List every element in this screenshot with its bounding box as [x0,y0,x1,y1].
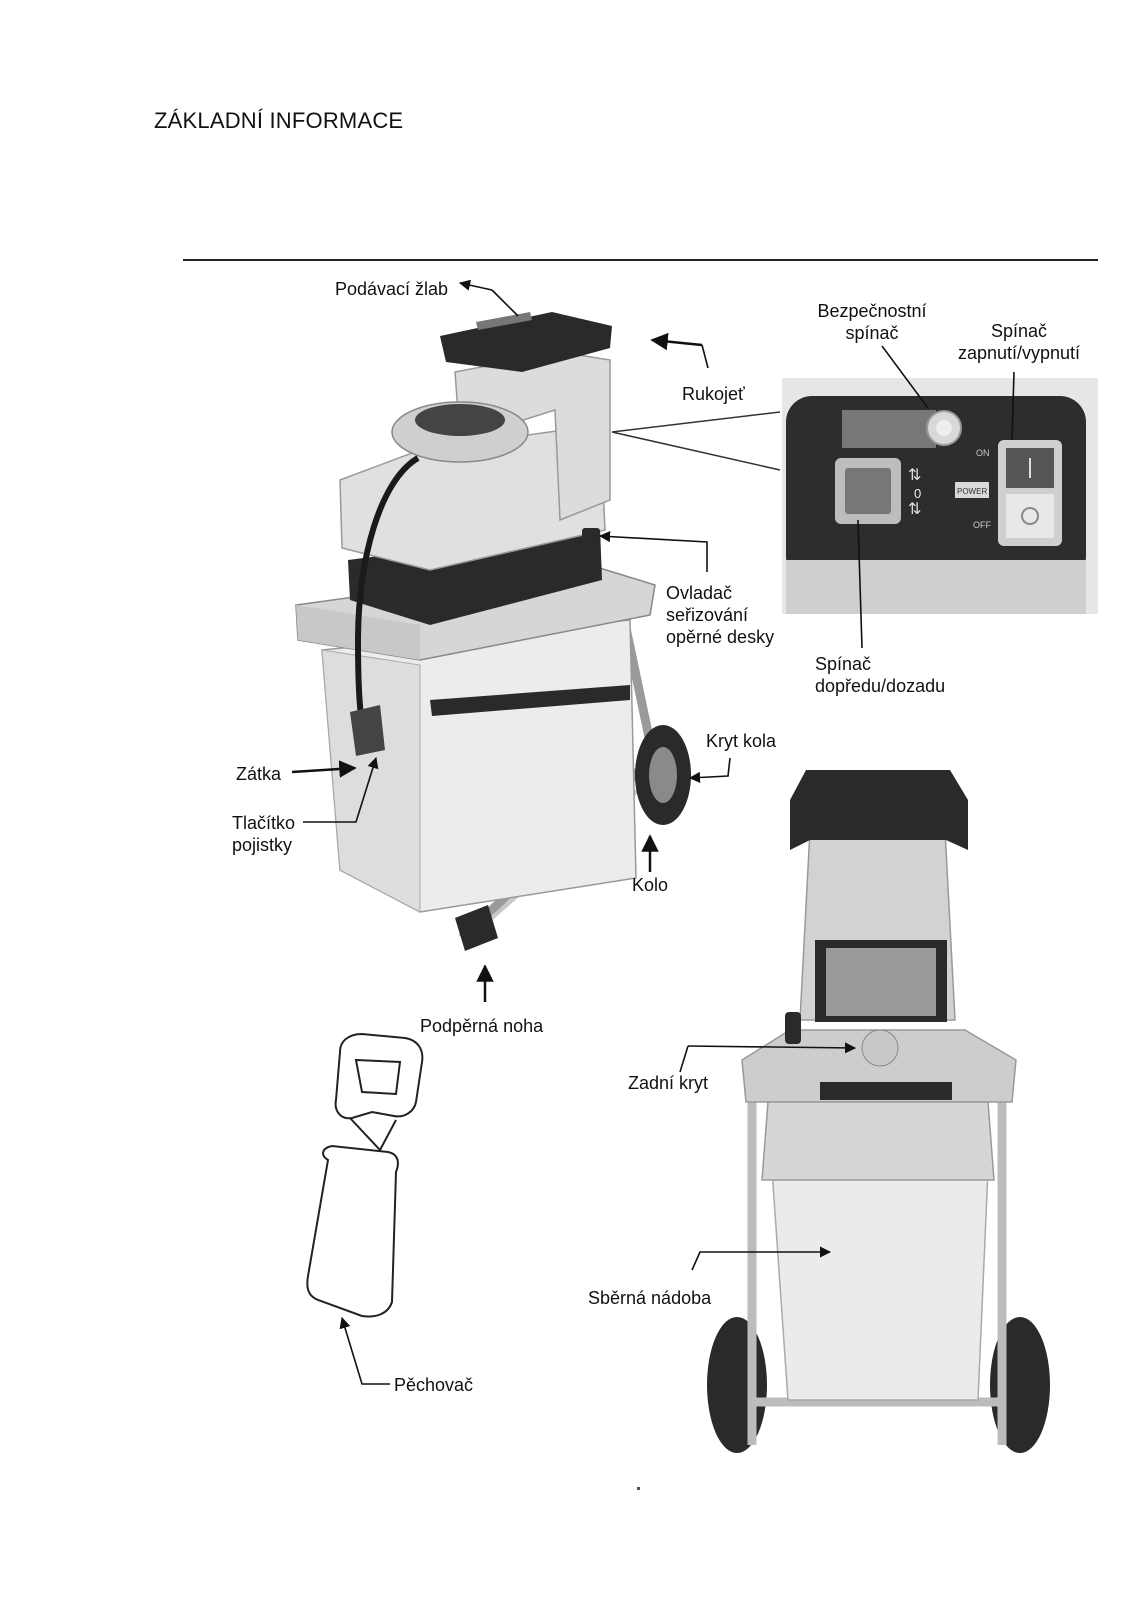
label-handle: Rukojeť [682,384,745,404]
panel-power-label: POWER [957,487,987,496]
shredder-front-view [295,312,691,951]
label-pusher: Pěchovač [394,1375,474,1395]
label-fuse-button-line2: pojistky [232,835,293,855]
callout-lines [291,279,1015,1385]
panel-on-label: ON [976,448,990,458]
svg-text:⇅: ⇅ [908,499,921,518]
label-collection-box: Sběrná nádoba [588,1288,712,1308]
label-fuse-button-line1: Tlačítko [232,813,296,833]
label-plate-adjust: Ovladač seřizování opěrné desky [666,582,774,648]
label-direction-switch-line2: dopředu/dozadu [815,676,946,696]
label-rear-cover: Zadní kryt [628,1073,709,1093]
label-safety-switch-line2: spínač [845,323,899,343]
label-onoff-switch: Spínač zapnutí/vypnutí [948,320,1090,364]
label-plate-adjust-line2: seřizování [666,605,749,625]
svg-text:⇅: ⇅ [908,465,921,484]
label-plate-adjust-line1: Ovladač [666,583,733,603]
label-feed-chute: Podávací žlab [335,279,449,299]
panel-off-label: OFF [973,520,991,530]
label-wheel: Kolo [632,875,669,895]
label-onoff-switch-line1: Spínač [990,321,1048,341]
pusher-outline [306,1032,424,1318]
horizontal-rule [183,259,1098,261]
label-direction-switch: Spínač dopředu/dozadu [815,653,945,697]
label-direction-switch-line1: Spínač [815,654,872,674]
page-mark [637,1487,640,1490]
label-safety-switch: Bezpečnostní spínač [810,300,934,344]
shredder-rear-view [707,770,1050,1453]
label-support-leg: Podpěrná noha [420,1016,544,1036]
panel-zero-label: 0 [914,486,921,501]
page-title: ZÁKLADNÍ INFORMACE [154,108,404,133]
label-fuse-button: Tlačítko pojistky [232,812,295,856]
label-plug: Zátka [236,764,282,784]
control-panel-detail: ⇅ ⇅ 0 POWER ON OFF [782,378,1098,614]
label-onoff-switch-line2: zapnutí/vypnutí [957,343,1081,363]
label-safety-switch-line1: Bezpečnostní [817,301,927,321]
label-wheel-cover: Kryt kola [706,731,777,751]
label-plate-adjust-line3: opěrné desky [666,627,775,647]
